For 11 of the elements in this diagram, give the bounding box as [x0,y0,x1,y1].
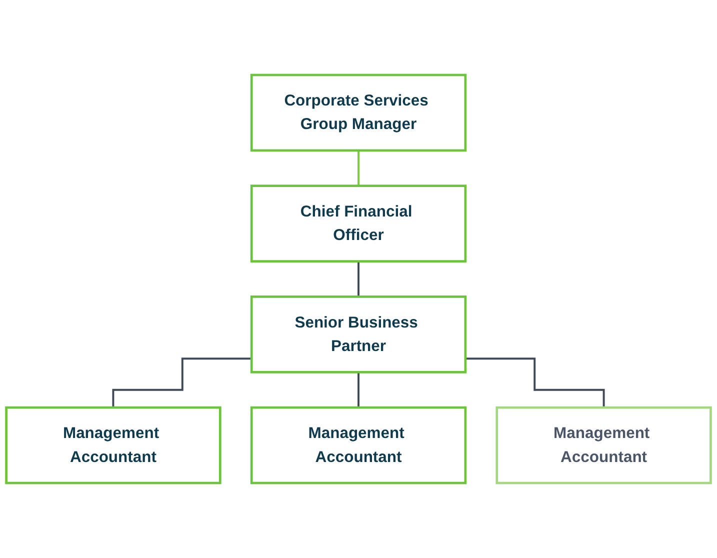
node-box: Management Accountant [5,406,222,484]
node-box: Management Accountant [496,406,712,484]
connector [465,358,605,409]
connector [358,371,360,409]
connector [358,149,360,187]
node-box: Chief Financial Officer [250,184,467,262]
connector [112,358,252,409]
connector [358,260,360,298]
node-box: Management Accountant [250,406,467,484]
node-box: Corporate Services Group Manager [250,74,467,152]
node-box: Senior Business Partner [250,296,467,374]
